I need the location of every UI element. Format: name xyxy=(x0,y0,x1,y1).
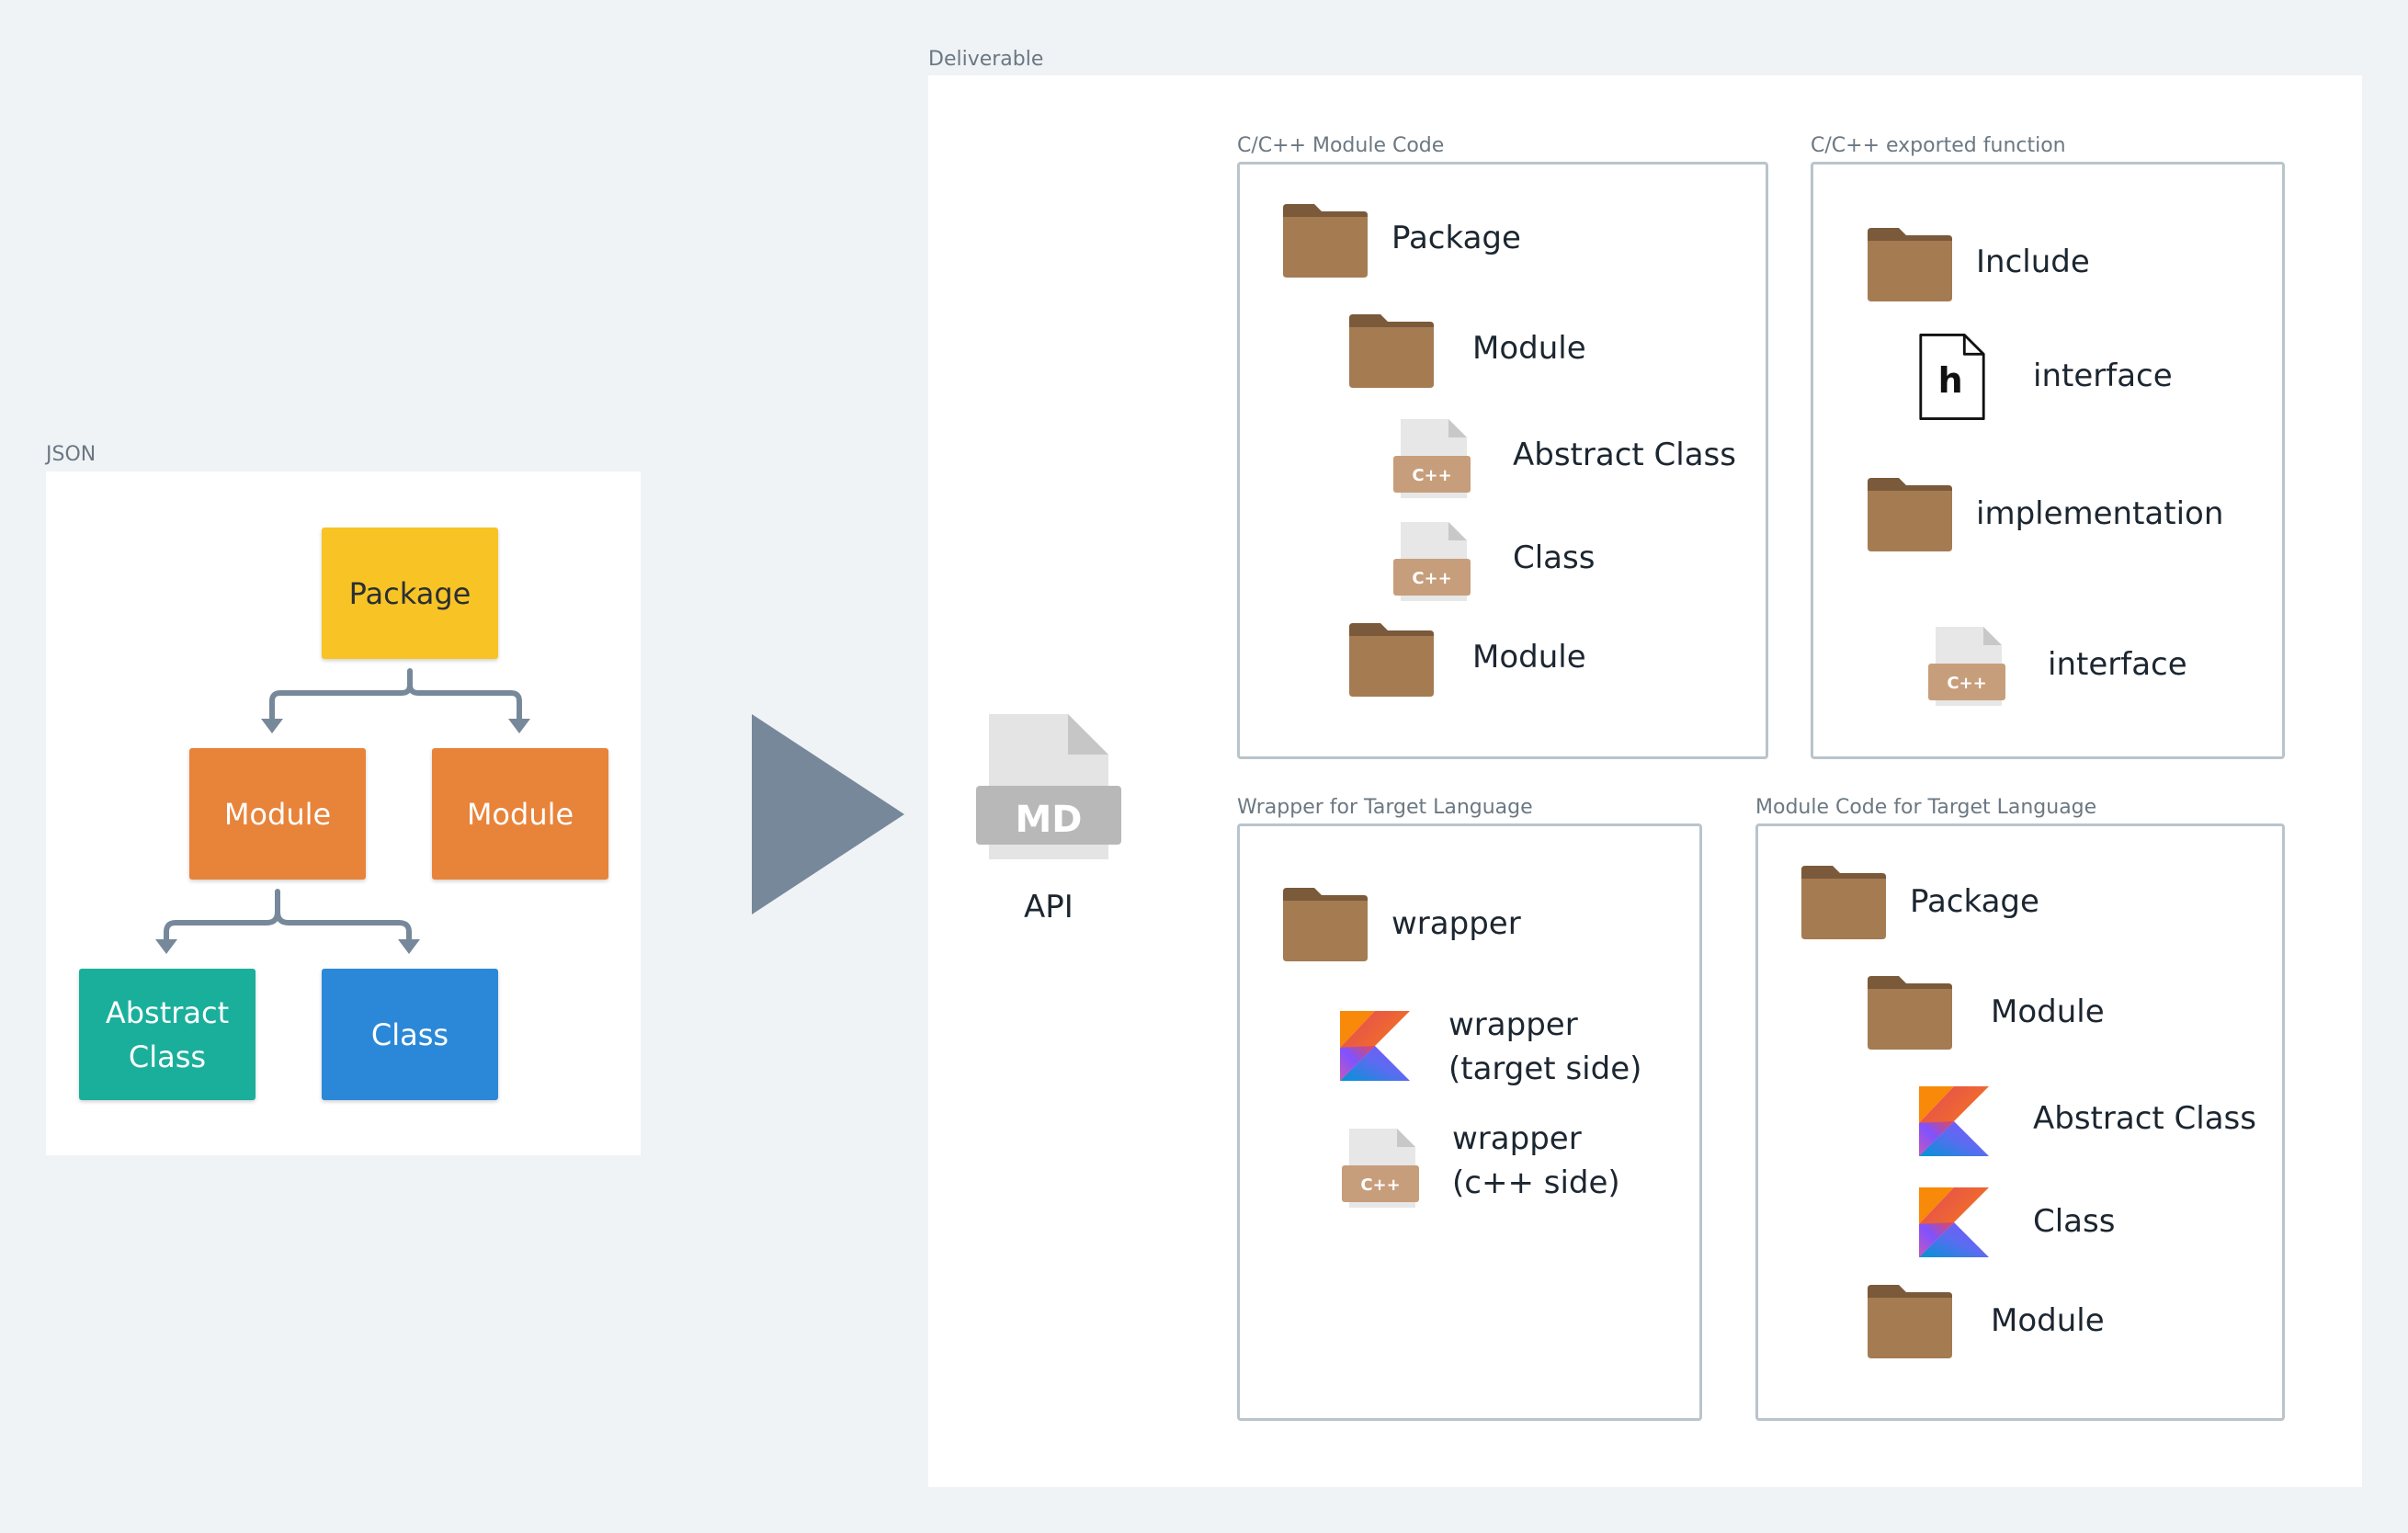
module-target-item-label: Abstract Class xyxy=(2033,1100,2256,1137)
folder-icon xyxy=(1801,866,1886,939)
cpp-exported-function-title: C/C++ exported function xyxy=(1811,134,2066,157)
cpp-module-code-title: C/C++ Module Code xyxy=(1237,134,1445,157)
json-section-label: JSON xyxy=(46,443,97,466)
folder-icon xyxy=(1868,478,1952,551)
svg-text:C++: C++ xyxy=(1412,466,1451,485)
folder-icon xyxy=(1283,888,1368,961)
cpp-module-code-item-label: Package xyxy=(1391,220,1521,256)
folder-icon xyxy=(1868,228,1952,301)
cpp-module-code-item-label: Module xyxy=(1472,639,1586,676)
svg-text:C++: C++ xyxy=(1360,1175,1400,1195)
package-node: Package xyxy=(322,528,498,659)
transform-arrow-icon xyxy=(752,714,904,914)
folder-icon xyxy=(1349,623,1434,697)
md-badge: MD xyxy=(1015,799,1082,841)
class-node: Class xyxy=(322,969,498,1100)
kotlin-icon xyxy=(1340,1011,1410,1081)
cpp-module-code-item-label: Module xyxy=(1472,330,1586,367)
cpp-module-code-item-label: Class xyxy=(1513,539,1596,576)
cpp-module-code-item-label: Abstract Class xyxy=(1513,437,1736,473)
module-node-left: Module xyxy=(189,748,366,880)
cpp-file-icon: C++ xyxy=(1340,1129,1421,1209)
markdown-file-icon: MD xyxy=(974,712,1123,861)
kotlin-icon xyxy=(1919,1187,1989,1257)
folder-icon xyxy=(1283,204,1368,278)
folder-icon xyxy=(1349,314,1434,388)
wrapper-target-item-label: wrapper xyxy=(1391,905,1521,942)
svg-text:C++: C++ xyxy=(1947,674,1986,693)
cpp-exported-function-item-label: interface xyxy=(2048,646,2187,683)
wrapper-target-item-label: wrapper (c++ side) xyxy=(1452,1120,1620,1201)
cpp-exported-function-item-label: Include xyxy=(1976,244,2090,280)
cpp-exported-function-item-label: implementation xyxy=(1976,495,2224,532)
cpp-file-icon: C++ xyxy=(1391,419,1472,500)
cpp-exported-function-item-label: interface xyxy=(2033,358,2173,394)
module-target-item-label: Class xyxy=(2033,1203,2116,1240)
svg-text:C++: C++ xyxy=(1412,569,1451,588)
cpp-file-icon: C++ xyxy=(1391,522,1472,603)
deliverable-section-label: Deliverable xyxy=(928,48,1044,71)
module-target-item-label: Module xyxy=(1991,1302,2105,1339)
abstract-class-node: Abstract Class xyxy=(79,969,256,1100)
wrapper-target-item-label: wrapper (target side) xyxy=(1448,1006,1642,1087)
cpp-file-icon: C++ xyxy=(1926,627,2007,708)
header-file-icon: h xyxy=(1917,333,1987,421)
module-target-item-label: Module xyxy=(1991,994,2105,1030)
module-node-right: Module xyxy=(432,748,608,880)
module-target-title: Module Code for Target Language xyxy=(1755,796,2097,819)
svg-text:h: h xyxy=(1938,360,1963,401)
wrapper-target-title: Wrapper for Target Language xyxy=(1237,796,1533,819)
folder-icon xyxy=(1868,976,1952,1050)
module-target-item-label: Package xyxy=(1910,883,2039,920)
kotlin-icon xyxy=(1919,1086,1989,1156)
api-label: API xyxy=(1024,889,1073,925)
folder-icon xyxy=(1868,1285,1952,1358)
